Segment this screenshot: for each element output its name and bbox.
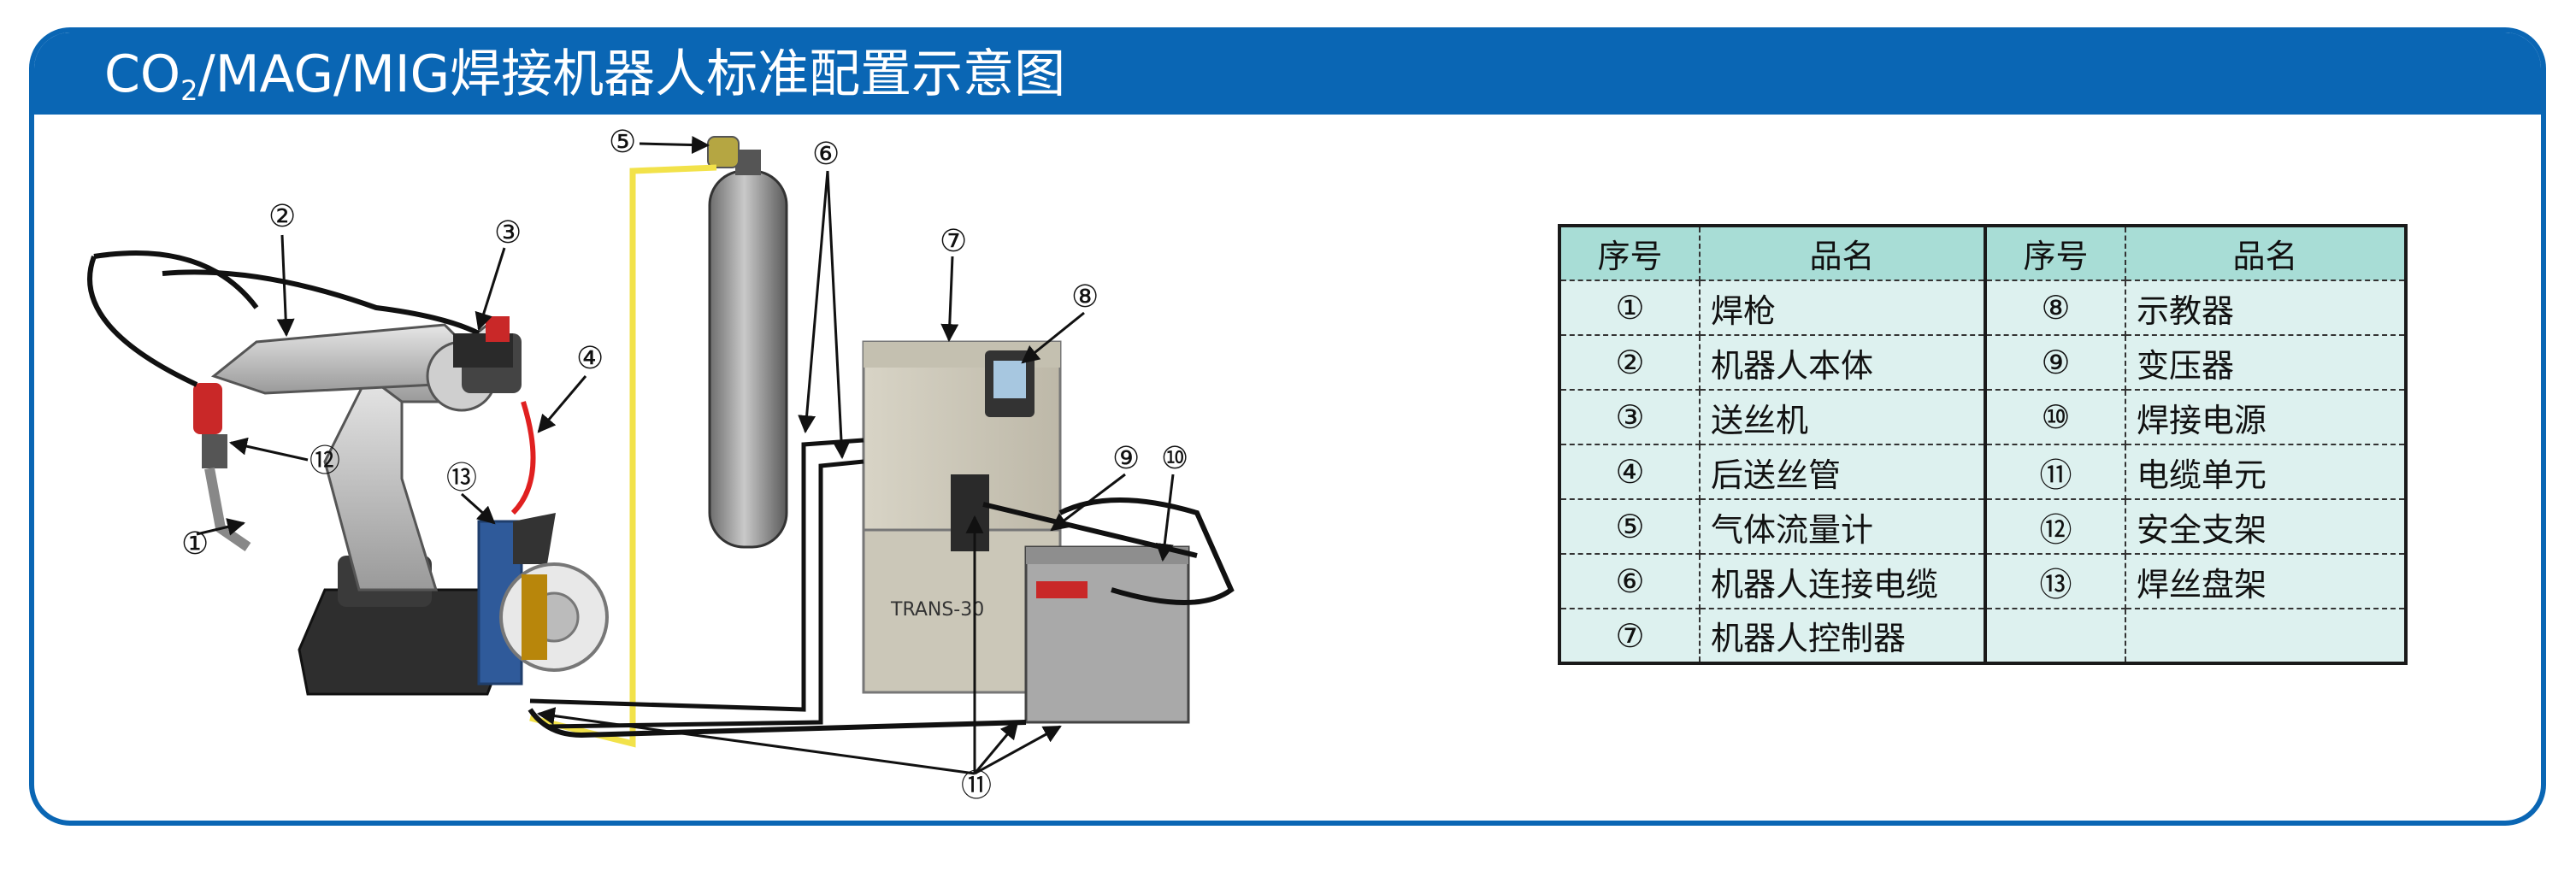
rear-wire-conduit [510, 401, 536, 515]
callout-3: ③ [494, 215, 522, 250]
table-header-row: 序号 品名 序号 品名 [1559, 225, 2407, 281]
callout-5: ⑤ [609, 125, 636, 160]
table-row: ⑦ 机器人控制器 [1559, 608, 2407, 664]
title-subscript: 2 [180, 74, 198, 107]
row-name-1: 机器人控制器 [1699, 608, 1986, 664]
callout-12: ⑫ [309, 444, 340, 479]
row-no-1: ⑤ [1559, 498, 1701, 555]
row-no-1: ⑦ [1559, 608, 1701, 664]
row-no-2 [1984, 608, 2126, 664]
table-row: ① 焊枪 ⑧ 示教器 [1559, 280, 2407, 336]
row-name-2: 安全支架 [2125, 498, 2407, 555]
header-no-1: 序号 [1559, 225, 1701, 281]
row-no-1: ② [1559, 334, 1701, 391]
welding-power-supply [1024, 545, 1190, 724]
callout-11: ⑪ [961, 768, 992, 803]
wire-feeder [453, 316, 513, 368]
parts-table: 序号 品名 序号 品名 ① 焊枪 ⑧ 示教器 ② 机器人本体 ⑨ 变压器 ③ 送… [1558, 224, 2408, 665]
callout-labels: ① ② ③ ④ ⑤ ⑥ ⑦ ⑧ ⑨ ⑩ ⑪ ⑫ ⑬ [181, 125, 1188, 803]
header-name-2: 品名 [2125, 225, 2407, 281]
callout-13: ⑬ [446, 461, 477, 496]
title-bar [34, 32, 2541, 115]
row-name-1: 焊枪 [1699, 280, 1986, 336]
row-no-1: ④ [1559, 444, 1701, 500]
callout-9: ⑨ [1112, 441, 1140, 476]
table-row: ② 机器人本体 ⑨ 变压器 [1559, 334, 2407, 391]
row-no-2: ⑩ [1984, 389, 2126, 445]
row-name-2: 变压器 [2125, 334, 2407, 391]
gas-hose [529, 164, 717, 748]
row-no-2: ⑨ [1984, 334, 2126, 391]
callout-8: ⑧ [1071, 280, 1099, 315]
welding-torch [87, 255, 251, 551]
callout-7: ⑦ [940, 224, 967, 259]
callout-2: ② [268, 199, 296, 234]
table-row: ⑥ 机器人连接电缆 ⑬ 焊丝盘架 [1559, 553, 2407, 609]
row-name-2: 示教器 [2125, 280, 2407, 336]
gas-flow-meter [707, 136, 740, 168]
row-no-2: ⑫ [1984, 498, 2126, 555]
callout-10: ⑩ [1161, 441, 1188, 476]
teach-pendant [985, 350, 1035, 417]
gas-cylinder [708, 150, 788, 549]
controller-badge: TRANS-30 [890, 599, 984, 621]
row-name-1: 机器人本体 [1699, 334, 1986, 391]
callout-6: ⑥ [812, 137, 840, 172]
row-name-1: 送丝机 [1699, 389, 1986, 445]
title-prefix: CO [104, 44, 181, 104]
page-title: CO2/MAG/MIG焊接机器人标准配置示意图 [104, 36, 1065, 113]
table-row: ③ 送丝机 ⑩ 焊接电源 [1559, 389, 2407, 445]
row-name-2: 焊丝盘架 [2125, 553, 2407, 609]
callout-4: ④ [576, 341, 604, 376]
row-no-2: ⑧ [1984, 280, 2126, 336]
row-name-2 [2125, 608, 2407, 664]
row-name-1: 机器人连接电缆 [1699, 553, 1986, 609]
wire-reel-stand [477, 513, 609, 686]
row-name-1: 后送丝管 [1699, 444, 1986, 500]
row-no-1: ⑥ [1559, 553, 1701, 609]
row-name-2: 电缆单元 [2125, 444, 2407, 500]
title-rest: /MAG/MIG焊接机器人标准配置示意图 [197, 44, 1066, 104]
header-name-1: 品名 [1699, 225, 1986, 281]
row-no-2: ⑬ [1984, 553, 2126, 609]
leader-arrows [196, 136, 1175, 775]
row-no-1: ① [1559, 280, 1701, 336]
table-row: ④ 后送丝管 ⑪ 电缆单元 [1559, 444, 2407, 500]
header-no-2: 序号 [1984, 225, 2126, 281]
row-no-2: ⑪ [1984, 444, 2126, 500]
transformer [951, 474, 989, 551]
row-no-1: ③ [1559, 389, 1701, 445]
row-name-2: 焊接电源 [2125, 389, 2407, 445]
table-row: ⑤ 气体流量计 ⑫ 安全支架 [1559, 498, 2407, 555]
row-name-1: 气体流量计 [1699, 498, 1986, 555]
